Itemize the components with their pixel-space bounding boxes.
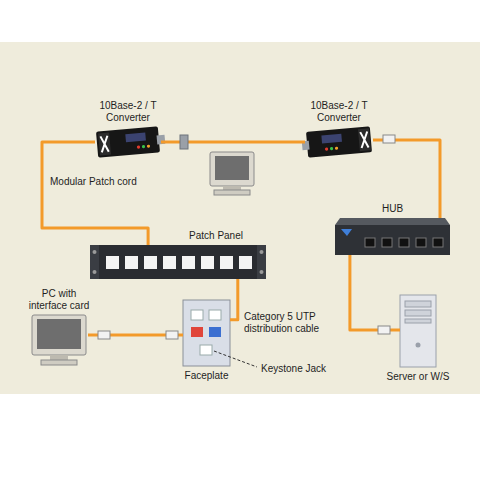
cable-label: Modular Patch cord [50, 176, 160, 188]
hub-port [382, 238, 392, 247]
monitor [210, 152, 254, 186]
panel-port [106, 256, 119, 269]
tower-body [400, 295, 436, 367]
monitor [32, 315, 86, 355]
hub-port [399, 238, 409, 247]
faceplate-device [183, 300, 230, 366]
converter-logo [100, 136, 108, 153]
device-label: 10Base-2 / T Converter [299, 100, 379, 124]
converter-right [301, 126, 372, 158]
device-node: Faceplate [183, 300, 230, 366]
device-node: PC with interface card [30, 315, 88, 365]
bnc-tee [180, 135, 188, 149]
panel-port [163, 256, 176, 269]
rj45-plug [98, 331, 110, 339]
jack [209, 310, 221, 320]
device-label: HUB [371, 203, 415, 215]
panel-port [220, 256, 233, 269]
cable [230, 279, 238, 320]
monitor-neck [223, 186, 241, 190]
panel-ear [257, 245, 266, 279]
jack [191, 310, 203, 320]
converter-body [306, 126, 372, 157]
converter-body [96, 126, 160, 157]
led [325, 147, 328, 150]
converter-badge [125, 132, 146, 142]
hub-body [335, 225, 450, 255]
led [142, 145, 145, 148]
led [335, 147, 338, 150]
converter-logo [360, 132, 368, 149]
patch-panel-device [90, 245, 266, 279]
mount-hole [93, 270, 97, 274]
device-node: HUB [335, 218, 450, 255]
device-node: Server or W/S [400, 295, 436, 367]
panel-port [125, 256, 138, 269]
device-node: 10Base-2 / T Converter [95, 127, 161, 157]
mount-hole [260, 250, 264, 254]
converter-logo-panel [98, 133, 111, 156]
device-label: Faceplate [172, 370, 242, 382]
converter-badge [321, 134, 342, 144]
device-node: 10Base-2 / T Converter [305, 127, 373, 157]
jack [209, 327, 221, 337]
hub-port [416, 238, 426, 247]
device-label: Server or W/S [373, 371, 463, 383]
hub-port [433, 238, 443, 247]
power-button [416, 343, 421, 348]
panel-port [182, 256, 195, 269]
middle-pc [210, 152, 254, 195]
converter-left [96, 126, 166, 158]
device-node: Patch Panel [90, 245, 266, 279]
device-label: 10Base-2 / T Converter [88, 100, 168, 124]
drive-bay [405, 310, 431, 316]
mount-hole [93, 250, 97, 254]
device-label: Patch Panel [178, 230, 254, 242]
diagram-ground [0, 42, 480, 394]
drive-bay [405, 301, 431, 307]
rj45-plug [383, 135, 395, 143]
panel-ear [90, 245, 99, 279]
drive-bay [405, 319, 431, 323]
leader-line [214, 351, 257, 367]
pc-left [32, 315, 86, 365]
led [147, 145, 150, 148]
hub-device [335, 218, 450, 255]
screen [215, 156, 249, 180]
panel-body [90, 245, 266, 279]
cable [42, 142, 148, 245]
jack [191, 327, 203, 337]
server-tower [400, 295, 436, 367]
hub-logo [341, 229, 352, 236]
cable [350, 255, 400, 330]
keystone-jack [200, 345, 212, 355]
panel-port [201, 256, 214, 269]
hub-top [335, 218, 450, 225]
led [330, 147, 333, 150]
mount-hole [260, 270, 264, 274]
callout-label: Keystone Jack [261, 363, 351, 375]
device-label: PC with interface card [23, 288, 95, 312]
cable-label: Category 5 UTP distribution cable [244, 311, 344, 335]
monitor-foot [214, 190, 250, 195]
rj45-plug [378, 326, 390, 334]
faceplate-body [183, 300, 230, 366]
hub-port [365, 238, 375, 247]
converter-logo-panel [358, 128, 371, 151]
panel-port [239, 256, 252, 269]
led [137, 145, 140, 148]
monitor-neck [50, 355, 68, 360]
screen [37, 319, 81, 349]
rj45-plug [166, 331, 178, 339]
panel-port [144, 256, 157, 269]
monitor-foot [41, 360, 77, 365]
